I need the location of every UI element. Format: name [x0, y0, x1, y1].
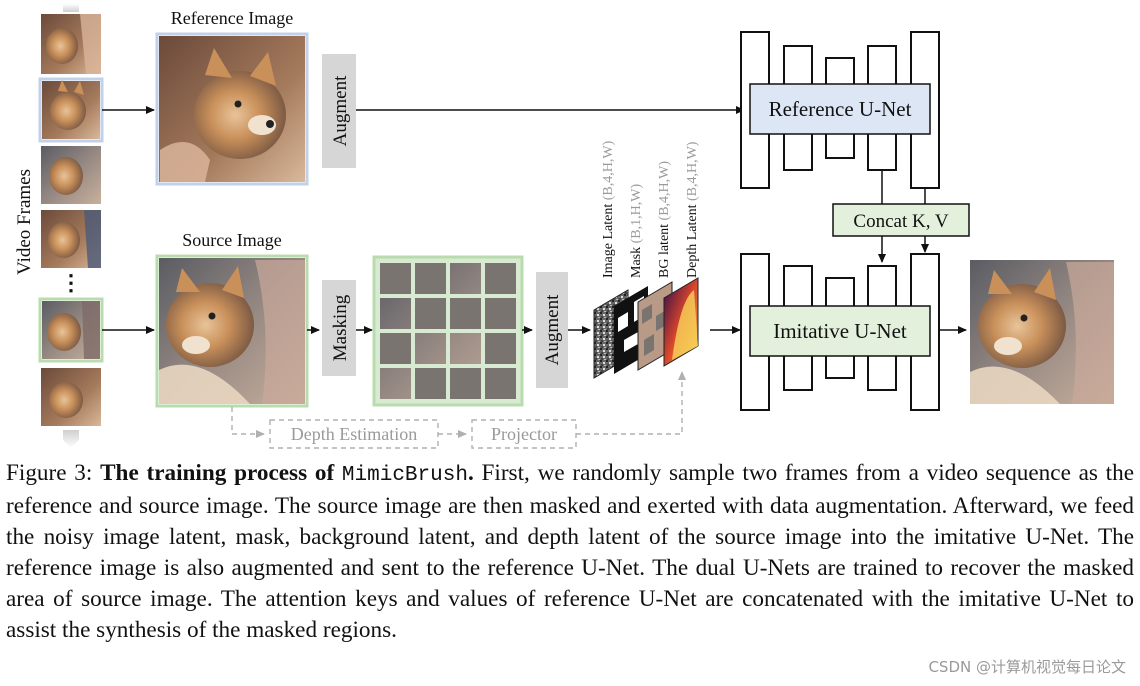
- up-arrow-icon: [63, 4, 79, 12]
- depth-branch: [231, 371, 686, 449]
- watermark: CSDN @计算机视觉每日论文: [922, 656, 1126, 677]
- masked-source-image: [372, 255, 524, 407]
- caption-prefix: Figure 3:: [6, 460, 101, 486]
- source-image-label: Source Image: [182, 230, 281, 250]
- latent-labels: Image Latent (B,4,H,W) Mask (B,1,H,W) BG…: [601, 140, 700, 278]
- video-frames-label: Video Frames: [14, 169, 35, 275]
- imitative-unet-box: [749, 305, 931, 357]
- depth-estimation-label: Depth Estimation: [291, 424, 417, 444]
- concat-box: [832, 203, 970, 237]
- masking-box: [322, 280, 356, 376]
- augment-box-source: [536, 272, 568, 388]
- augment-label-reference: Augment: [330, 75, 351, 146]
- training-diagram: ⋮ Video Frames Reference Image Augment S…: [14, 4, 1114, 449]
- frame-4: [41, 210, 101, 268]
- frame-6: [41, 368, 101, 426]
- projector-label: Projector: [491, 424, 557, 444]
- reference-unet-label: Reference U-Net: [769, 97, 912, 121]
- reference-image: [155, 32, 309, 186]
- augment-box-reference: [322, 54, 356, 168]
- concat-label: Concat K, V: [853, 211, 948, 232]
- down-arrow-icon: [63, 430, 79, 448]
- latent-label-mask: Mask (B,1,H,W): [629, 184, 644, 278]
- ellipsis-glyph: ⋮: [60, 270, 82, 295]
- frame-3: [41, 146, 101, 204]
- masking-label: Masking: [330, 294, 351, 361]
- frame-5-selected: [38, 297, 104, 363]
- latent-label-bg: BG latent (B,4,H,W): [657, 161, 672, 278]
- augment-label-source: Augment: [542, 294, 563, 365]
- figure-caption: Figure 3: The training process of MimicB…: [6, 458, 1134, 646]
- latent-stack: [593, 277, 699, 379]
- source-image: [155, 254, 309, 408]
- caption-bold: The training process of: [100, 460, 342, 486]
- imitative-unet-label: Imitative U-Net: [773, 319, 907, 343]
- caption-body: First, we randomly sample two frames fro…: [6, 460, 1134, 643]
- frame-2-selected: [38, 77, 104, 143]
- frame-1: [41, 14, 101, 74]
- latent-label-image: Image Latent (B,4,H,W): [601, 140, 616, 278]
- output-image: [970, 260, 1114, 404]
- reference-unet-box: [749, 83, 931, 135]
- caption-method-name: MimicBrush: [341, 464, 468, 487]
- reference-image-label: Reference Image: [171, 8, 293, 28]
- video-frames-column: ⋮ Video Frames: [14, 4, 104, 448]
- latent-label-depth: Depth Latent (B,4,H,W): [685, 141, 700, 278]
- caption-bold-end: .: [467, 460, 474, 486]
